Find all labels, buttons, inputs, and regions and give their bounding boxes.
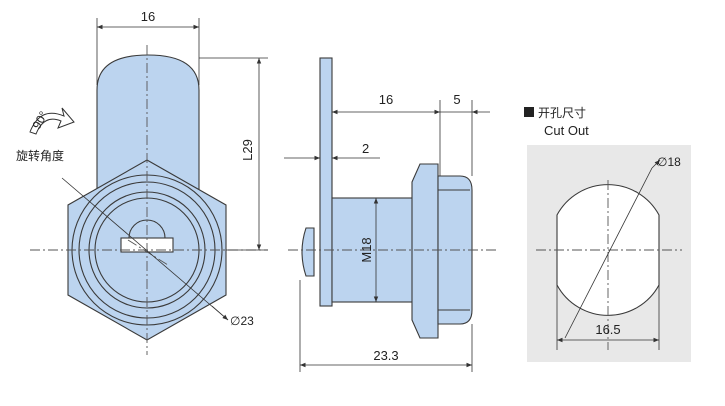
lock-knob xyxy=(301,227,315,277)
cam-tongue xyxy=(96,54,200,191)
side-nut-dim: 5 xyxy=(453,92,460,107)
side-total-dim: 23.3 xyxy=(373,348,398,363)
cutout-title-en: Cut Out xyxy=(544,123,589,138)
cutout-panel: 开孔尺寸 Cut Out ∅18 16.5 xyxy=(524,106,691,362)
side-body-dim: 16 xyxy=(379,92,393,107)
front-width-dim: 16 xyxy=(141,9,155,24)
side-nut xyxy=(411,163,439,339)
panel-plate xyxy=(319,57,333,307)
cutout-width-dim: 16.5 xyxy=(595,322,620,337)
cutout-square-icon xyxy=(524,107,534,117)
front-length-dim: L29 xyxy=(240,139,255,161)
front-view: 16 L29 ∅23 90° 旋转角度 xyxy=(16,9,268,355)
rotation-label: 旋转角度 xyxy=(16,148,64,163)
side-view: 16 5 2 M18 23.3 xyxy=(284,57,496,372)
side-thread-dim: M18 xyxy=(359,237,374,262)
front-diameter-dim: ∅23 xyxy=(230,314,254,328)
cutout-title-cn: 开孔尺寸 xyxy=(538,106,586,120)
rotation-arrow-icon xyxy=(29,107,75,135)
side-plate-dim: 2 xyxy=(362,141,369,156)
cutout-diameter-dim: ∅18 xyxy=(657,155,681,169)
